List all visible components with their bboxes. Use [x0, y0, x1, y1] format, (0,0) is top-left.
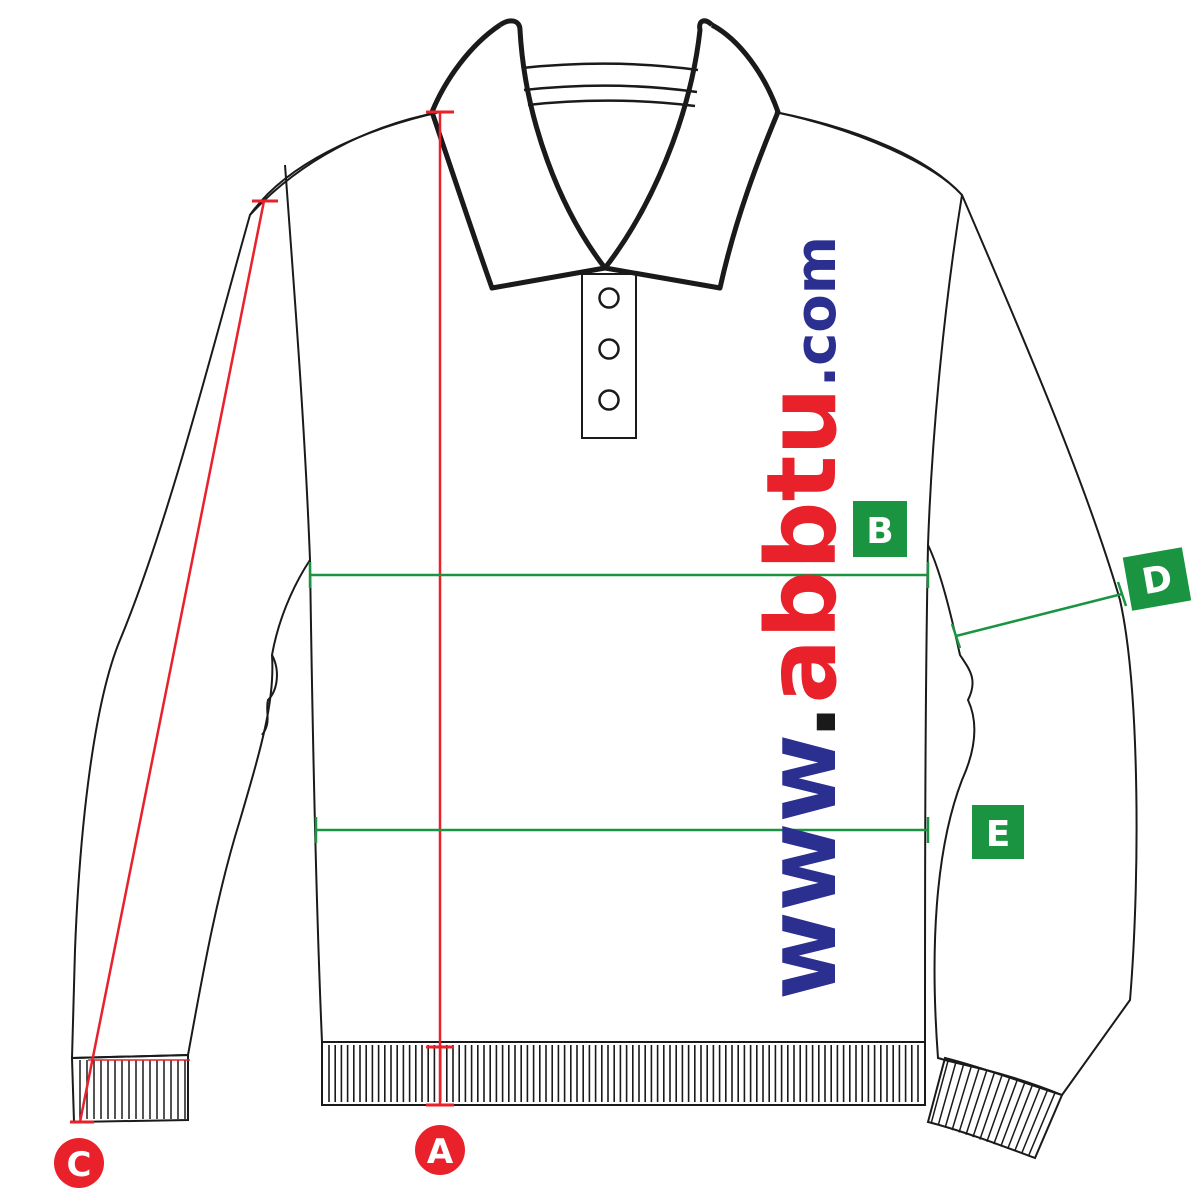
- button-icon: [598, 287, 620, 309]
- rib-stroke: [972, 1073, 995, 1138]
- rib-stroke: [1013, 1087, 1041, 1152]
- rib-stroke: [993, 1080, 1018, 1145]
- rib-stroke: [1020, 1090, 1049, 1154]
- left-body-side: [284, 164, 323, 1043]
- collar: [429, 18, 781, 291]
- measure-a-line: [426, 110, 454, 1107]
- watermark-dot: .: [746, 704, 858, 740]
- hem-band: [321, 1041, 926, 1106]
- right-cuff-ribbing: [926, 1056, 1064, 1160]
- watermark-suffix: .com: [784, 236, 849, 387]
- label-b-badge: B: [853, 501, 907, 557]
- measure-d-line: [950, 581, 1128, 649]
- right-cuff-outline: [926, 1056, 1064, 1160]
- rib-stroke: [1027, 1092, 1056, 1157]
- watermark-brand: abbtu: [746, 387, 858, 703]
- collar-inner-left: [498, 18, 607, 270]
- label-a: A: [427, 1132, 454, 1172]
- left-shoulder: [249, 111, 441, 216]
- rib-stroke: [1007, 1085, 1033, 1150]
- label-e: E: [986, 814, 1011, 855]
- label-e-badge: E: [972, 805, 1024, 859]
- rib-stroke: [930, 1058, 950, 1124]
- rib-stroke: [951, 1066, 973, 1131]
- label-d-badge: D: [1122, 547, 1192, 611]
- label-d: D: [1139, 558, 1176, 604]
- right-shoulder: [774, 111, 963, 196]
- rib-stroke: [958, 1068, 980, 1133]
- button-icon: [598, 338, 620, 360]
- rib-stroke: [1000, 1082, 1026, 1147]
- rib-stroke: [979, 1075, 1003, 1140]
- rib-stroke: [937, 1061, 957, 1126]
- label-c-badge: C: [54, 1138, 104, 1188]
- label-b: B: [866, 511, 893, 552]
- label-c: C: [67, 1145, 92, 1185]
- left-cuff-outline: [70, 1053, 189, 1124]
- watermark: www.abbtu.com: [746, 236, 858, 1000]
- rib-stroke: [965, 1070, 988, 1136]
- svg-text:www.abbtu.com: www.abbtu.com: [746, 236, 858, 1000]
- label-a-badge: A: [415, 1125, 465, 1175]
- left-armpit-wrinkle: [261, 654, 278, 736]
- measure-e-line: [314, 817, 930, 843]
- polo-shirt-outline: [70, 111, 1138, 1097]
- right-body-side: [924, 194, 963, 1043]
- placket: [581, 273, 637, 439]
- left-sleeve: [70, 111, 441, 1060]
- rib-stroke: [986, 1078, 1011, 1143]
- neck-band: [521, 62, 699, 108]
- watermark-prefix: www: [746, 737, 858, 1000]
- measure-b-line: [308, 562, 930, 588]
- button-icon: [598, 389, 620, 411]
- left-cuff-ribbing: [70, 1053, 189, 1124]
- collar-inner-right: [603, 18, 714, 270]
- rib-stroke: [944, 1063, 965, 1128]
- hem-ribbing: [321, 1041, 926, 1106]
- placket-panel: [581, 273, 637, 439]
- measure-c-line: [70, 199, 278, 1124]
